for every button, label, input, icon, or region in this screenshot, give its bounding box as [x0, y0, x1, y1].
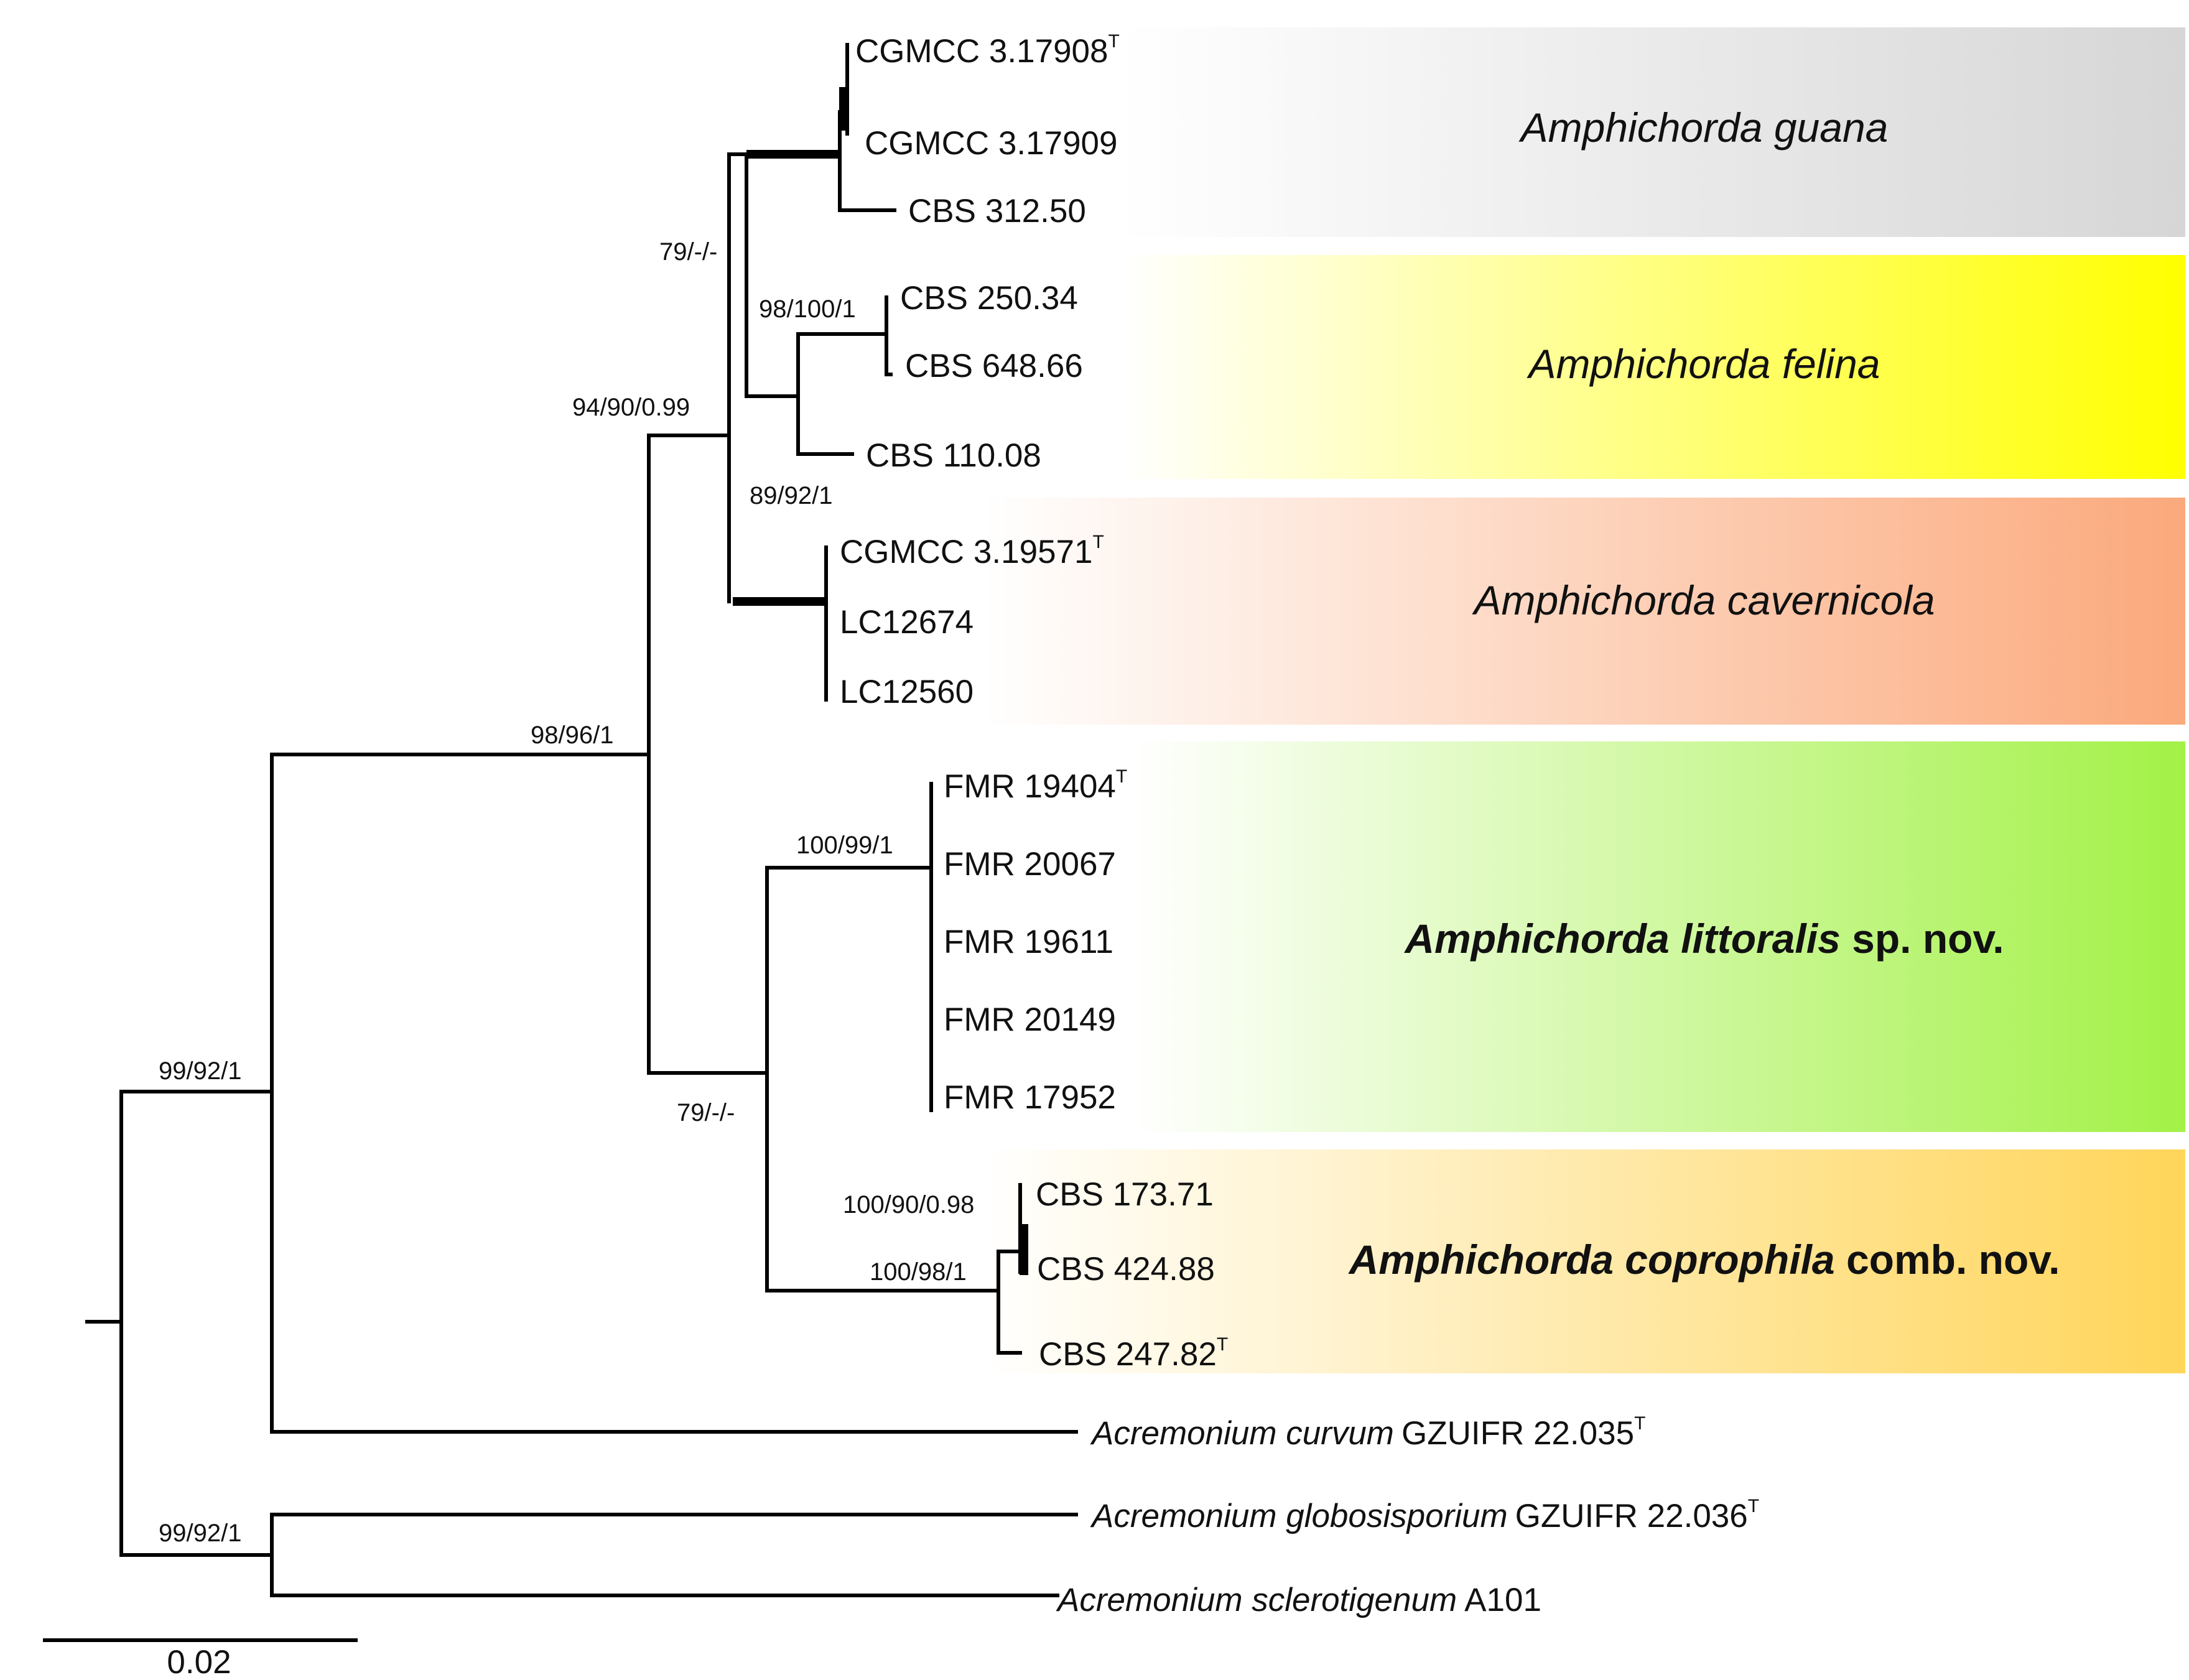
support-value: 94/90/0.99: [572, 394, 690, 421]
clade-band-littoralis: [1132, 741, 2185, 1132]
tip-label: CBS 247.82T: [1039, 1334, 1228, 1373]
support-value: 98/96/1: [531, 722, 613, 749]
support-value: 79/-/-: [659, 238, 717, 266]
tip-label: CBS 173.71: [1036, 1176, 1214, 1213]
clade-name-littoralis: Amphichorda littoralis sp. nov.: [1403, 916, 2004, 962]
clade-band-felina: [1120, 255, 2185, 479]
clade-name-felina: Amphichorda felina: [1527, 341, 1880, 387]
support-value: 100/99/1: [796, 832, 893, 859]
tip-label: CGMCC 3.19571T: [840, 532, 1104, 570]
tree-branches: [43, 43, 1078, 1642]
tip-label: CBS 424.88: [1037, 1251, 1215, 1288]
tip-label: CGMCC 3.17908T: [855, 31, 1120, 70]
support-values: 79/-/- 98/100/1 94/90/0.99 89/92/1 98/96…: [159, 238, 974, 1547]
clade-band-coprophila: [983, 1149, 2185, 1373]
tip-label: CBS 110.08: [866, 437, 1041, 474]
tip-label: LC12674: [840, 604, 974, 641]
support-value: 100/90/0.98: [843, 1191, 974, 1218]
tip-label: LC12560: [840, 674, 974, 710]
clade-name-guana: Amphichorda guana: [1518, 104, 1889, 151]
tip-label: FMR 19404T: [944, 766, 1127, 805]
tip-label: FMR 17952: [944, 1079, 1116, 1116]
tip-label: CBS 312.50: [908, 193, 1086, 230]
support-value: 89/92/1: [750, 482, 832, 509]
tip-label: CBS 250.34: [900, 280, 1078, 317]
tip-label: FMR 20149: [944, 1001, 1116, 1038]
support-value: 100/98/1: [870, 1258, 967, 1286]
clade-name-coprophila: Amphichorda coprophila comb. nov.: [1348, 1237, 2060, 1283]
tip-label: FMR 19611: [944, 924, 1113, 960]
support-value: 99/92/1: [159, 1520, 241, 1547]
support-value: 98/100/1: [759, 295, 856, 323]
clade-name-cavernicola: Amphichorda cavernicola: [1471, 577, 1935, 623]
clade-band-guana: [1120, 27, 2185, 237]
support-value: 79/-/-: [677, 1099, 735, 1126]
tip-label: CGMCC 3.17909: [865, 125, 1118, 162]
clade-band-cavernicola: [983, 498, 2185, 725]
tip-label: CBS 648.66: [905, 348, 1083, 384]
clade-names: Amphichorda guana Amphichorda felina Amp…: [1348, 104, 2060, 1283]
support-value: 99/92/1: [159, 1057, 241, 1085]
tip-labels: CGMCC 3.17908T CGMCC 3.17909 CBS 312.50 …: [840, 31, 1759, 1618]
tip-label: FMR 20067: [944, 846, 1116, 883]
clade-bands: [983, 27, 2185, 1373]
scale-bar-label: 0.02: [167, 1644, 231, 1680]
